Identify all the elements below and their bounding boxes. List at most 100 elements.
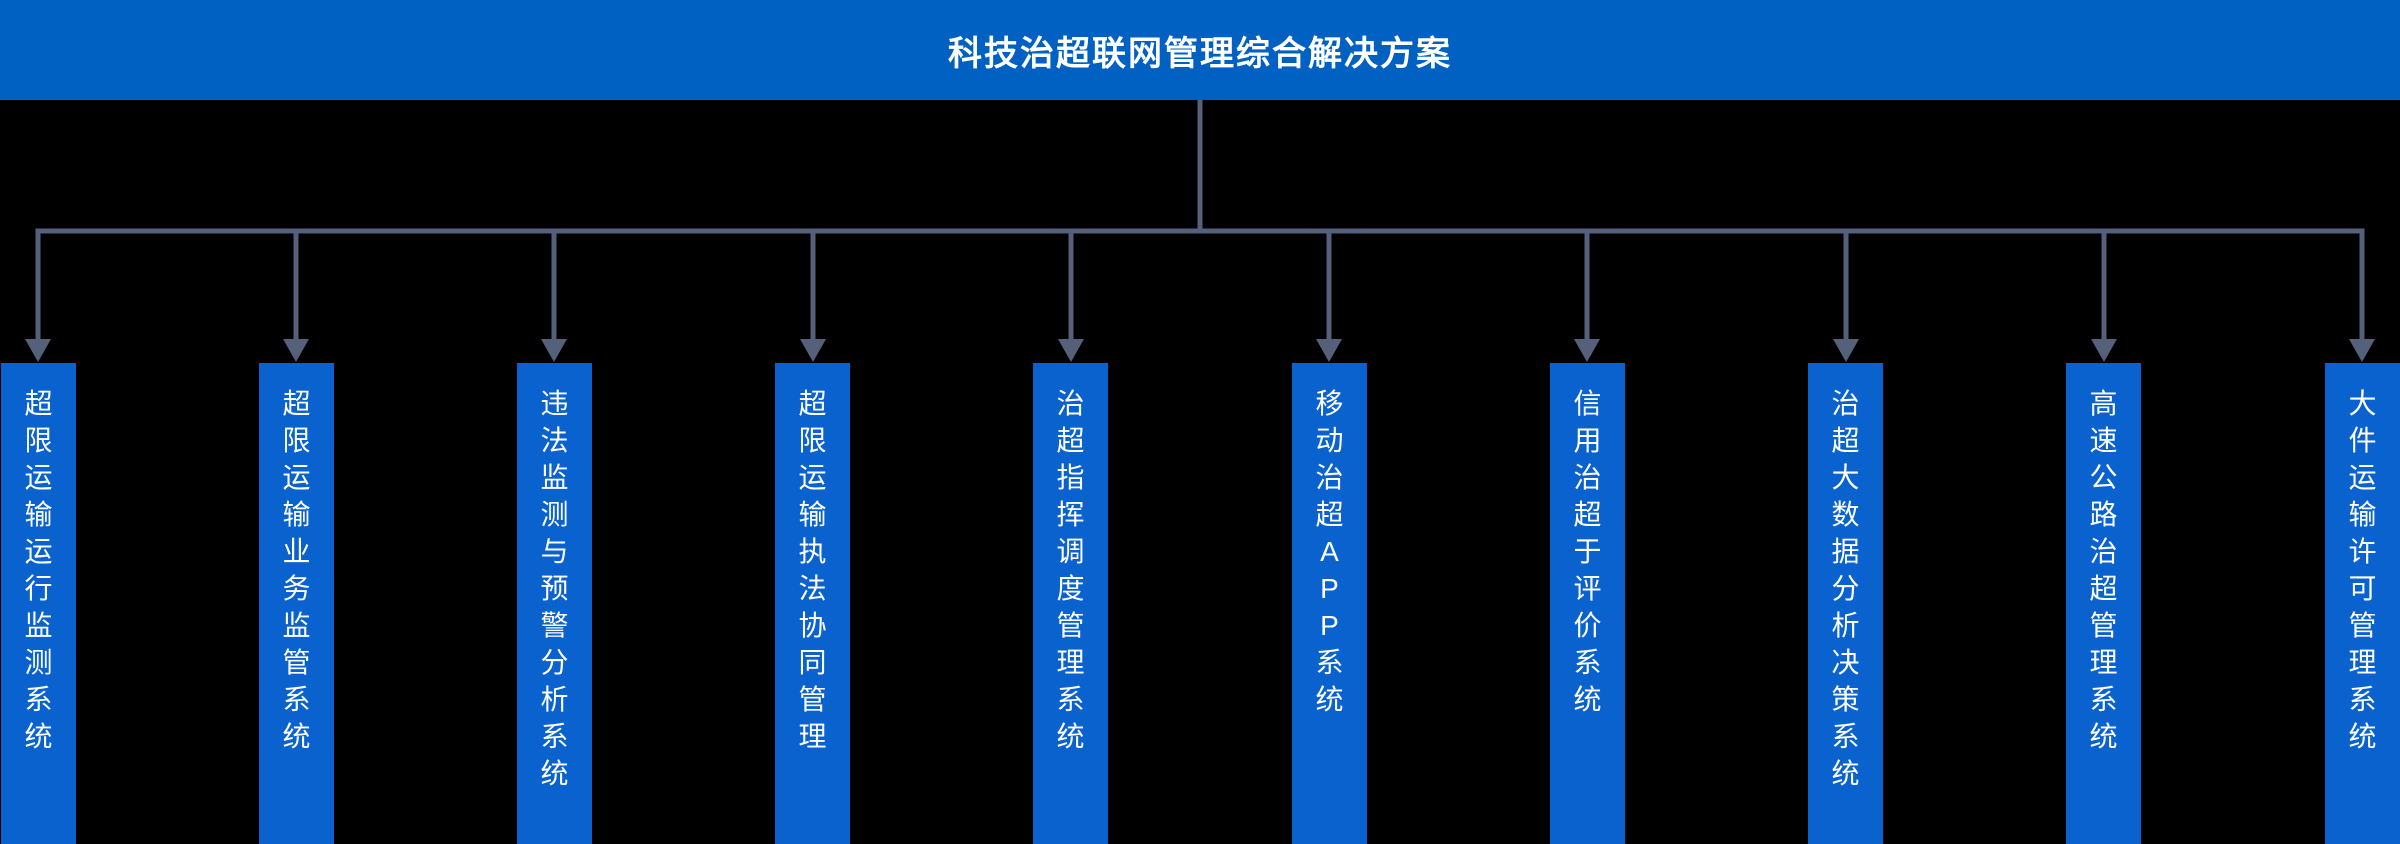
arrowhead-icon bbox=[1316, 339, 1342, 362]
system-label-char: 治 bbox=[1315, 462, 1344, 493]
system-label-char: 分 bbox=[1831, 573, 1860, 604]
system-label-char: 输 bbox=[2348, 499, 2377, 530]
arrowhead-icon bbox=[1058, 339, 1084, 362]
system-label-char: 统 bbox=[1056, 721, 1085, 752]
system-label-char: 移 bbox=[1315, 388, 1344, 419]
system-label-char: 统 bbox=[2089, 721, 2118, 752]
system-label-char: 系 bbox=[1831, 721, 1860, 752]
system-label-char: 运 bbox=[282, 462, 311, 493]
system-box-label: 超限运输业务监管系统 bbox=[259, 385, 334, 755]
system-box-1: 超限运输运行监测系统 bbox=[1, 363, 76, 844]
system-label-char: 管 bbox=[1056, 610, 1085, 641]
system-label-char: 理 bbox=[798, 721, 827, 752]
system-label-char: 挥 bbox=[1056, 499, 1085, 530]
system-label-char: 超 bbox=[282, 388, 311, 419]
system-label-char: 与 bbox=[540, 536, 569, 567]
system-label-char: 预 bbox=[540, 573, 569, 604]
system-label-char: 同 bbox=[798, 647, 827, 678]
system-label-char: 策 bbox=[1831, 684, 1860, 715]
system-label-char: 超 bbox=[1573, 499, 1602, 530]
system-label-char: 指 bbox=[1056, 462, 1085, 493]
system-label-char: 动 bbox=[1315, 425, 1344, 456]
system-label-char: 分 bbox=[540, 647, 569, 678]
system-label-char: 治 bbox=[1056, 388, 1085, 419]
system-label-char: 调 bbox=[1056, 536, 1085, 567]
system-label-char: 治 bbox=[2089, 536, 2118, 567]
system-box-label: 治超大数据分析决策系统 bbox=[1808, 385, 1883, 792]
system-box-5: 治超指挥调度管理系统 bbox=[1033, 363, 1108, 844]
system-box-3: 违法监测与预警分析系统 bbox=[517, 363, 592, 844]
arrowhead-icon bbox=[1574, 339, 1600, 362]
system-label-char: 统 bbox=[1831, 758, 1860, 789]
system-label-char: 理 bbox=[1056, 647, 1085, 678]
system-label-char: 路 bbox=[2089, 499, 2118, 530]
system-box-label: 大件运输许可管理系统 bbox=[2325, 385, 2400, 755]
system-label-char: 超 bbox=[24, 388, 53, 419]
system-label-char: 运 bbox=[2348, 462, 2377, 493]
arrowhead-icon bbox=[283, 339, 309, 362]
system-box-label: 信用治超于评价系统 bbox=[1550, 385, 1625, 718]
system-label-char: 超 bbox=[1056, 425, 1085, 456]
system-label-char: 协 bbox=[798, 610, 827, 641]
system-box-9: 高速公路治超管理系统 bbox=[2066, 363, 2141, 844]
system-label-char: 运 bbox=[24, 536, 53, 567]
system-label-char: 速 bbox=[2089, 425, 2118, 456]
system-label-char: 警 bbox=[540, 610, 569, 641]
system-label-char: 系 bbox=[540, 721, 569, 752]
system-label-char: 信 bbox=[1573, 388, 1602, 419]
system-label-char: 可 bbox=[2348, 573, 2377, 604]
system-box-label: 违法监测与预警分析系统 bbox=[517, 385, 592, 792]
system-box-label: 治超指挥调度管理系统 bbox=[1033, 385, 1108, 755]
system-label-char: 运 bbox=[24, 462, 53, 493]
system-label-char: 限 bbox=[24, 425, 53, 456]
page-title: 科技治超联网管理综合解决方案 bbox=[948, 34, 1452, 73]
system-label-char: 系 bbox=[2089, 684, 2118, 715]
system-label-char: 系 bbox=[24, 684, 53, 715]
system-label-char: 用 bbox=[1573, 425, 1602, 456]
system-label-char: 务 bbox=[282, 573, 311, 604]
system-label-char: 析 bbox=[540, 684, 569, 715]
system-label-char: 统 bbox=[540, 758, 569, 789]
system-label-char: 理 bbox=[2089, 647, 2118, 678]
system-label-char: 管 bbox=[2089, 610, 2118, 641]
system-label-char: 系 bbox=[2348, 684, 2377, 715]
system-label-char: 据 bbox=[1831, 536, 1860, 567]
system-label-char: 系 bbox=[1573, 647, 1602, 678]
system-label-char: 高 bbox=[2089, 388, 2118, 419]
system-label-char: 系 bbox=[282, 684, 311, 715]
system-label-char: 违 bbox=[540, 388, 569, 419]
system-label-char: 管 bbox=[798, 684, 827, 715]
system-label-char: 系 bbox=[1315, 647, 1344, 678]
system-label-char: 决 bbox=[1831, 647, 1860, 678]
system-label-char: P bbox=[1320, 610, 1339, 641]
system-label-char: 执 bbox=[798, 536, 827, 567]
arrowhead-icon bbox=[2091, 339, 2117, 362]
system-box-2: 超限运输业务监管系统 bbox=[259, 363, 334, 844]
system-label-char: 监 bbox=[540, 462, 569, 493]
system-box-10: 大件运输许可管理系统 bbox=[2325, 363, 2400, 844]
arrowhead-icon bbox=[25, 339, 51, 362]
arrowhead-icon bbox=[541, 339, 567, 362]
system-label-char: 统 bbox=[1573, 684, 1602, 715]
system-label-char: 限 bbox=[798, 425, 827, 456]
system-box-7: 信用治超于评价系统 bbox=[1550, 363, 1625, 844]
system-label-char: 法 bbox=[798, 573, 827, 604]
system-box-label: 超限运输运行监测系统 bbox=[1, 385, 76, 755]
system-label-char: 度 bbox=[1056, 573, 1085, 604]
system-label-char: 超 bbox=[1315, 499, 1344, 530]
system-label-char: 系 bbox=[1056, 684, 1085, 715]
system-label-char: 监 bbox=[282, 610, 311, 641]
system-label-char: 输 bbox=[24, 499, 53, 530]
system-label-char: 治 bbox=[1573, 462, 1602, 493]
system-label-char: 输 bbox=[798, 499, 827, 530]
arrowhead-icon bbox=[2349, 339, 2375, 362]
system-label-char: 超 bbox=[798, 388, 827, 419]
system-label-char: 运 bbox=[798, 462, 827, 493]
header-bar: 科技治超联网管理综合解决方案 bbox=[0, 0, 2400, 100]
arrowhead-icon bbox=[1833, 339, 1859, 362]
system-label-char: 许 bbox=[2348, 536, 2377, 567]
system-label-char: 治 bbox=[1831, 388, 1860, 419]
system-label-char: 大 bbox=[1831, 462, 1860, 493]
